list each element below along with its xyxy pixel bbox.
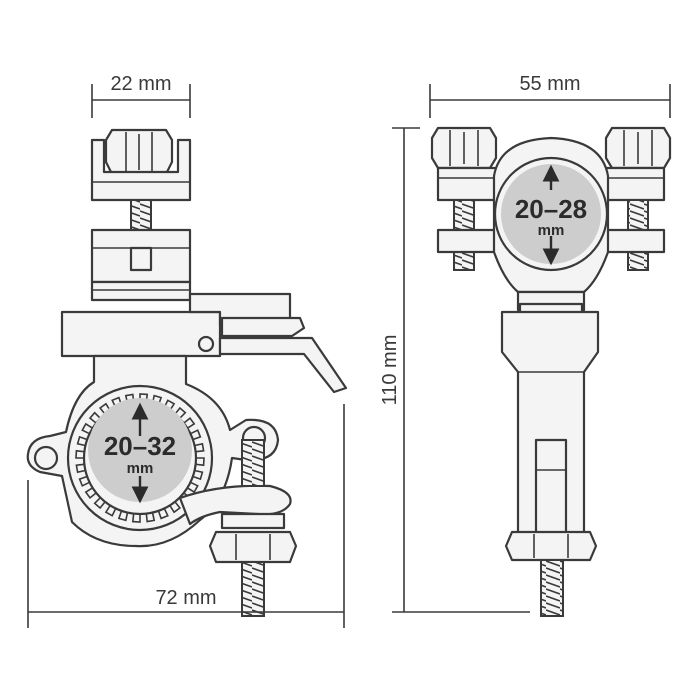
side-view: 22 mm [26,73,348,628]
right-range-unit: mm [538,222,565,239]
dimension-label-55mm: 55 mm [519,73,580,95]
top-knob [104,128,174,176]
dimension-label-110mm: 110 mm [379,335,401,406]
front-upper-bar [436,166,666,202]
right-range-value: 20–28 [515,194,587,224]
lower-clamp-arm [178,439,298,617]
front-view: 55 mm 110 mm [379,73,672,617]
right-clamp-range: 20–28 mm [501,164,601,266]
front-stem [500,290,600,617]
left-range-unit: mm [127,460,154,477]
dimension-55mm: 55 mm [429,73,671,118]
dimension-22mm: 22 mm [91,73,191,118]
left-range-value: 20–32 [104,431,176,461]
base-plate [60,292,348,394]
left-clamp-range: 20–32 mm [88,398,192,504]
front-bolts [453,199,649,271]
front-right-knob [604,126,672,170]
dimension-label-72mm: 72 mm [155,587,216,609]
top-plate [90,138,192,202]
top-bolt [130,199,152,231]
dimension-110mm: 110 mm [379,127,530,613]
mount-block [90,228,192,302]
dimension-72mm: 72 mm [27,404,345,628]
dimension-label-22mm: 22 mm [110,73,171,95]
front-left-knob [430,126,498,170]
